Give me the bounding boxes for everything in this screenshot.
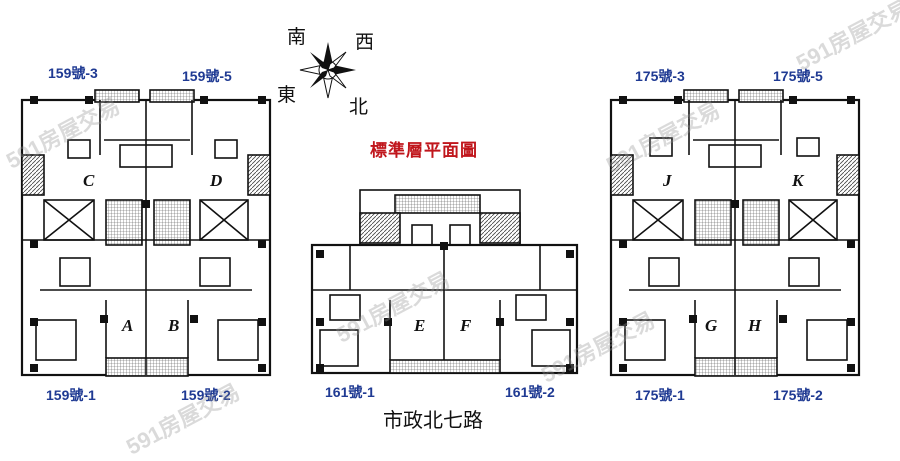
floor-plan-drawing: C D A B bbox=[20, 42, 861, 377]
compass-rose-icon bbox=[299, 42, 356, 99]
address-label-159-3: 159號-3 bbox=[48, 65, 98, 81]
address-label-175-3: 175號-3 bbox=[635, 68, 685, 84]
building-middle bbox=[310, 189, 579, 375]
unit-label-f: F bbox=[459, 316, 472, 335]
address-label-175-5: 175號-5 bbox=[773, 68, 823, 84]
compass-north-label: 北 bbox=[349, 96, 369, 118]
page-title: 標準層平面圖 bbox=[370, 141, 478, 160]
address-label-161-2: 161號-2 bbox=[505, 384, 555, 400]
unit-label-j: J bbox=[662, 171, 672, 190]
unit-label-k: K bbox=[791, 171, 805, 190]
unit-label-b: B bbox=[167, 316, 179, 335]
address-label-175-2: 175號-2 bbox=[773, 387, 823, 403]
compass-west-label: 西 bbox=[355, 31, 375, 53]
unit-label-g: G bbox=[705, 316, 718, 335]
address-label-159-1: 159號-1 bbox=[46, 387, 96, 403]
unit-label-e: E bbox=[413, 316, 425, 335]
unit-label-a: A bbox=[121, 316, 133, 335]
address-label-161-1: 161號-1 bbox=[325, 384, 375, 400]
address-label-159-5: 159號-5 bbox=[182, 68, 232, 84]
address-label-159-2: 159號-2 bbox=[181, 387, 231, 403]
road-name: 市政北七路 bbox=[383, 410, 483, 432]
compass-east-label: 東 bbox=[277, 84, 297, 106]
address-label-175-1: 175號-1 bbox=[635, 387, 685, 403]
unit-label-h: H bbox=[747, 316, 762, 335]
compass-south-label: 南 bbox=[287, 26, 307, 48]
unit-label-c: C bbox=[83, 171, 95, 190]
building-left bbox=[20, 89, 272, 377]
unit-label-d: D bbox=[209, 171, 222, 190]
building-right bbox=[609, 89, 861, 377]
